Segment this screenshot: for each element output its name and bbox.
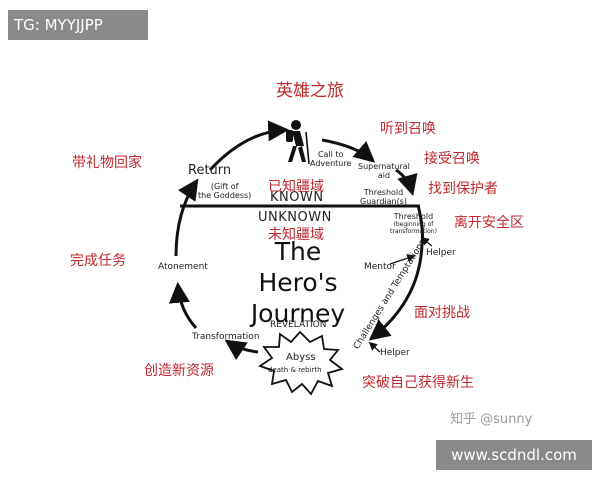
helper-arrow-2 <box>368 341 381 353</box>
helper-arrow-1 <box>420 236 433 247</box>
center-title-line: The <box>274 237 322 266</box>
center-title-line: Hero's <box>258 268 338 297</box>
center-title: The Hero's Journey <box>228 236 368 329</box>
atonement-label: Atonement <box>158 262 208 272</box>
cn-call: 听到召唤 <box>380 121 436 137</box>
label-line: Threshold <box>363 188 404 197</box>
label-line: (beginning of <box>393 221 434 228</box>
arc-abyss-to-transformation <box>224 339 259 361</box>
arc-descent <box>368 243 424 341</box>
label-line: aid <box>377 171 391 180</box>
arc-call-to-aid <box>321 138 376 163</box>
arc-aid-to-guardians <box>395 168 418 197</box>
cn-challenge: 面对挑战 <box>414 305 470 321</box>
arc-return-to-start <box>208 120 290 172</box>
cn-leave: 离开安全区 <box>454 215 524 231</box>
hiker-icon <box>286 120 310 165</box>
label-line: Call to <box>317 150 344 159</box>
helper-label-2: Helper <box>380 348 410 358</box>
helper-label-1: Helper <box>426 248 456 258</box>
label-line: Guardian(s) <box>360 197 408 206</box>
unknown-label: UNKNOWN <box>258 210 332 225</box>
author-watermark: 知乎 @sunny <box>450 412 533 427</box>
abyss-sub-label: death & rebirth <box>268 366 322 374</box>
telegram-tag: TG: MYYJJPP <box>8 10 148 40</box>
label-line: Threshold <box>393 212 434 221</box>
threshold-label: Threshold (beginning of transformation) <box>390 212 437 235</box>
gift-label: (Gift of the Goddess) <box>198 182 251 200</box>
call-to-adventure-label: Call to Adventure <box>310 150 351 168</box>
cn-new-resources: 创造新资源 <box>144 363 214 379</box>
cn-accept: 接受召唤 <box>424 151 480 167</box>
cn-return-home: 带礼物回家 <box>72 155 142 171</box>
cn-unknown-zone: 未知疆域 <box>268 227 324 243</box>
mentor-label: Mentor <box>364 262 396 272</box>
arc-transformation-to-atonement <box>168 281 198 329</box>
threshold-guardians-label: Threshold Guardian(s) <box>360 188 407 206</box>
revelation-label: REVELATION <box>270 320 327 330</box>
abyss-starburst <box>258 330 344 396</box>
mentor-arrow <box>389 254 416 265</box>
label-line: (Gift of <box>210 182 239 191</box>
known-label: KNOWN <box>270 190 324 205</box>
cn-breakthrough: 突破自己获得新生 <box>362 375 474 391</box>
site-url-tag: www.scdndl.com <box>436 440 592 470</box>
cn-complete: 完成任务 <box>70 253 126 269</box>
cn-known-zone: 已知疆域 <box>268 179 324 195</box>
return-label: Return <box>188 163 232 178</box>
label-line: the Goddess) <box>198 191 252 200</box>
label-line: Supernatural <box>358 162 410 171</box>
label-line: transformation) <box>390 228 437 235</box>
transformation-label: Transformation <box>192 332 260 342</box>
arc-atonement-to-return <box>174 178 199 257</box>
center-title-line: Journey <box>250 299 346 328</box>
abyss-label: Abyss <box>286 352 316 363</box>
cn-title: 英雄之旅 <box>276 81 344 101</box>
supernatural-aid-label: Supernatural aid <box>358 162 410 180</box>
cn-protector: 找到保护者 <box>428 181 498 197</box>
label-line: Adventure <box>310 159 352 168</box>
